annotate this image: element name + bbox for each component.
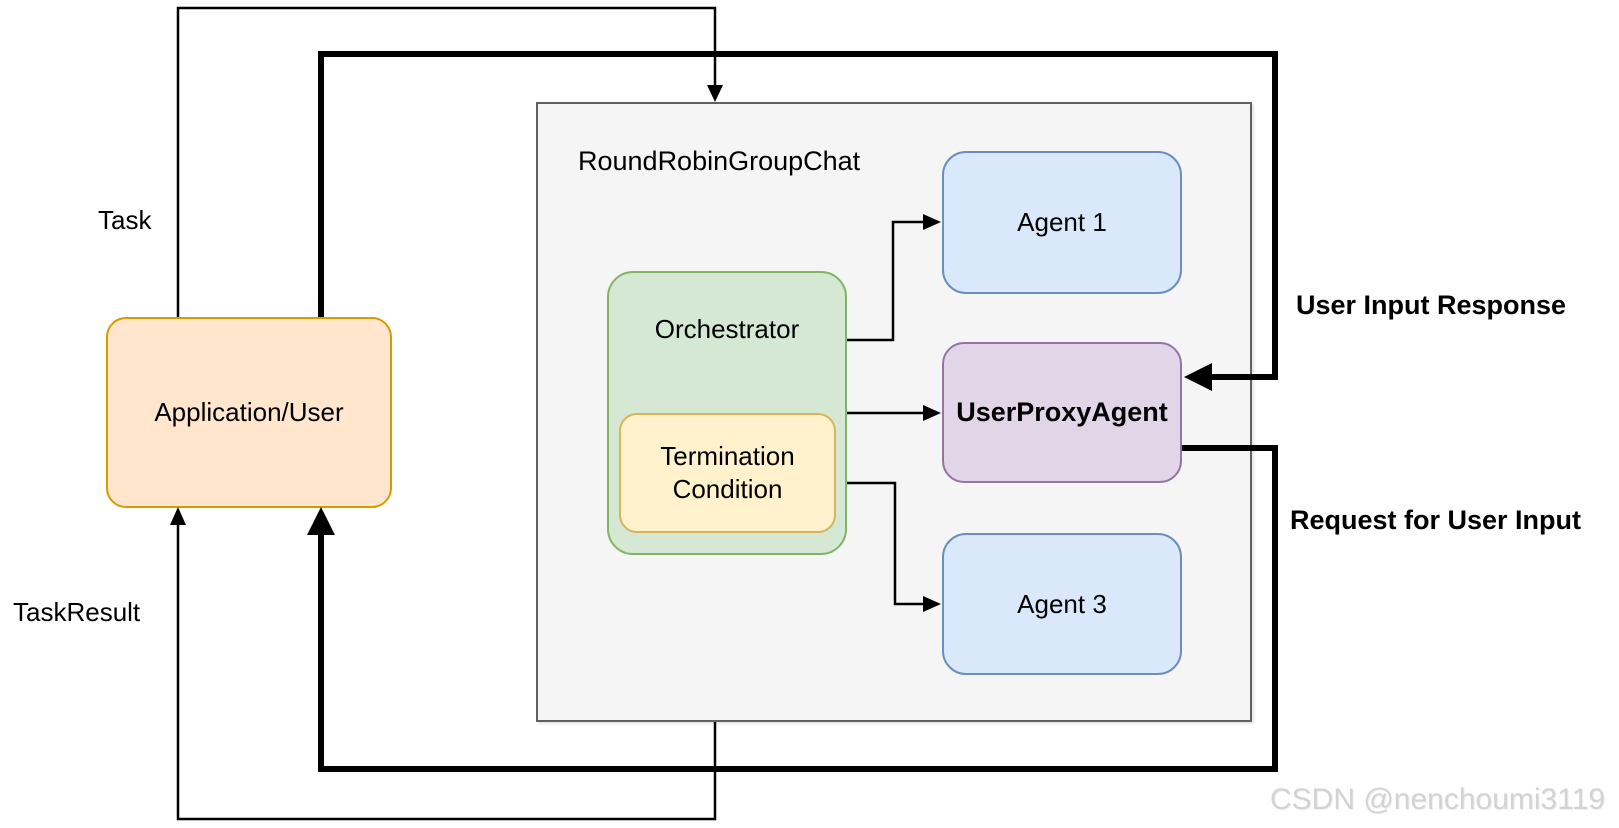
edge-label-task-result: TaskResult <box>13 597 141 627</box>
edge-label-user-input-response: User Input Response <box>1296 290 1567 320</box>
group-chat-label: RoundRobinGroupChat <box>578 146 861 176</box>
node-agent-1: Agent 1 <box>942 151 1182 294</box>
watermark-text: CSDN @nenchoumi3119 <box>1270 783 1606 816</box>
edge-label-task: Task <box>98 205 152 235</box>
node-termination-condition: Termination Condition <box>619 413 836 533</box>
node-application-user: Application/User <box>106 317 392 508</box>
node-user-proxy-agent: UserProxyAgent <box>942 342 1182 483</box>
node-agent-3: Agent 3 <box>942 533 1182 675</box>
edge-label-request-for-user-input: Request for User Input <box>1290 505 1582 535</box>
